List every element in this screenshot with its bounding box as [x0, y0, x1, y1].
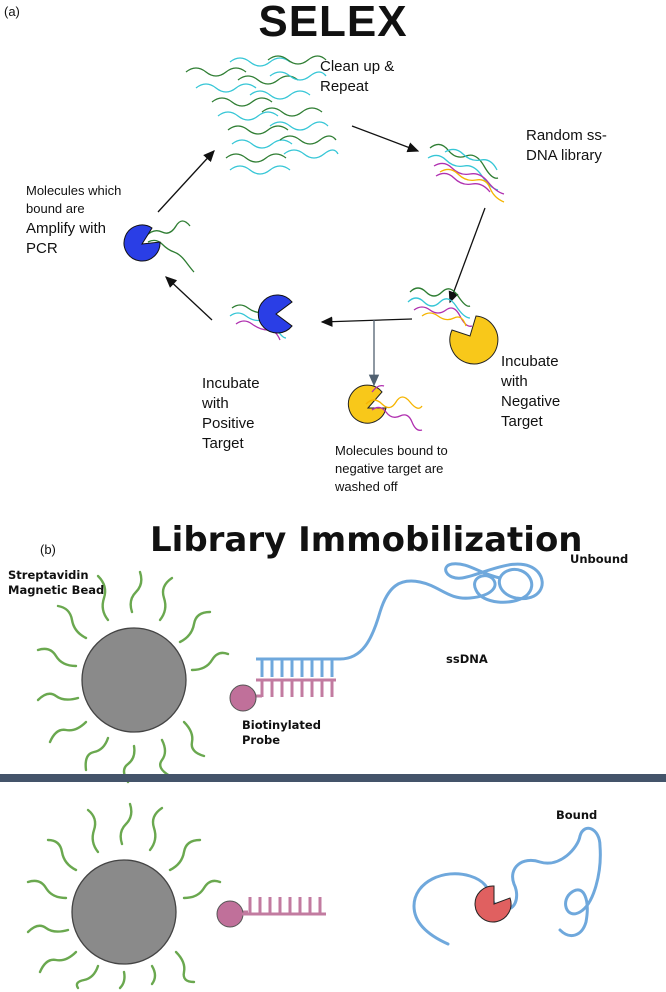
negative-target-icon — [449, 315, 499, 365]
incubate-negative-label: Incubate with Negative Target — [501, 353, 561, 430]
panel-b-title: Library Immobilization — [150, 520, 583, 560]
arrow-to-positive — [320, 316, 413, 327]
arrow-to-negative — [448, 207, 486, 304]
arrow-to-cleanup — [157, 150, 215, 213]
bound-label: Bound — [556, 808, 598, 822]
bound-target-icon — [474, 885, 512, 923]
negative-target-group — [407, 287, 499, 365]
incubate-positive-label: Incubate with Positive Target — [202, 375, 260, 452]
bound-magnetic-bead — [71, 859, 177, 965]
panel-a-tag: (a) — [4, 4, 20, 19]
amplify-pcr-label: Amplify with PCR — [26, 220, 107, 257]
washed-off-group — [347, 384, 423, 431]
bound-bead-hairs — [26, 802, 222, 990]
unbound-ssdna-strand — [338, 562, 544, 661]
unbound-duplex — [256, 657, 340, 697]
arrow-to-library — [351, 125, 420, 153]
unbound-biotin-probe — [229, 684, 257, 712]
unbound-bead-hairs — [36, 570, 230, 784]
bound-biotin-probe — [216, 900, 244, 928]
bead-label: Streptavidin Magnetic Bead — [8, 568, 105, 597]
panel-divider — [0, 774, 666, 782]
arrow-to-amplify — [165, 276, 213, 321]
random-library-cluster — [427, 143, 505, 203]
bound-probe-strand — [242, 897, 326, 916]
unbound-label: Unbound — [570, 552, 629, 566]
amplify-target-icon — [123, 224, 161, 262]
positive-target-group — [229, 294, 293, 341]
amplify-prefix-label: Molecules which bound are — [26, 183, 122, 216]
unbound-magnetic-bead — [81, 627, 187, 733]
amplify-target-group — [123, 220, 195, 273]
random-library-label: Random ss- DNA library — [526, 127, 607, 164]
amplified-strand-cluster — [185, 55, 339, 175]
biotinylated-probe-label: Biotinylated Probe — [242, 718, 321, 747]
clean-up-label: Clean up & Repeat — [320, 58, 395, 95]
positive-target-icon — [257, 294, 293, 334]
panel-a-title: SELEX — [258, 0, 408, 46]
ssdna-label: ssDNA — [446, 652, 488, 666]
panel-b-tag: (b) — [40, 542, 56, 557]
washed-negative-target-icon — [347, 384, 387, 424]
washed-off-label: Molecules bound to negative target are w… — [335, 443, 448, 494]
bound-ssdna-strand — [412, 826, 602, 946]
